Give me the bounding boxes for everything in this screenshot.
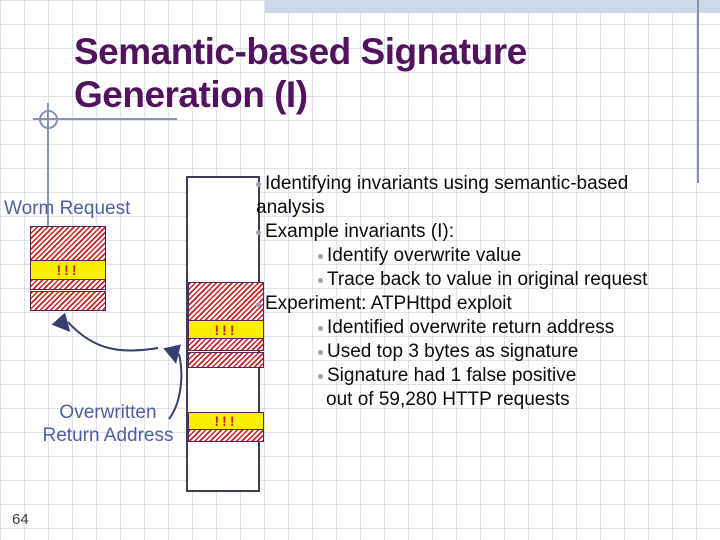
worm-stack-signature-band: !!!	[30, 260, 106, 280]
list-item-text: Signature had 1 false positive	[327, 365, 577, 386]
bullet-icon	[318, 373, 323, 379]
list-item-text: Identified overwrite return address	[327, 317, 615, 338]
list-item-text: out of 59,280 HTTP requests	[326, 389, 570, 410]
list-item: Experiment: ATPHttpd exploit	[256, 292, 716, 316]
bullet-icon	[256, 181, 261, 187]
bullet-icon	[318, 349, 323, 355]
worm-request-label: Worm Request	[4, 198, 131, 219]
memory-hatch-top	[188, 282, 264, 321]
bullet-icon	[318, 253, 323, 259]
list-item-text: Example invariants (I):	[265, 221, 455, 242]
bullet-icon	[256, 301, 261, 307]
list-item: Identified overwrite return address	[318, 316, 716, 340]
bullet-list: Identifying invariants using semantic-ba…	[256, 172, 716, 412]
exclamation-marks: !!!	[214, 413, 238, 429]
list-item-text: analysis	[256, 197, 325, 218]
title-underline	[33, 118, 177, 120]
bullet-icon	[256, 229, 261, 235]
worm-stack-hatch-top	[30, 226, 106, 261]
ornament-circle	[39, 110, 58, 129]
exclamation-marks: !!!	[56, 262, 80, 278]
list-item-text: Experiment: ATPHttpd exploit	[265, 293, 512, 314]
exclamation-marks: !!!	[214, 321, 238, 338]
list-item-text: Used top 3 bytes as signature	[327, 341, 579, 362]
list-item: Identifying invariants using semantic-ba…	[256, 172, 716, 196]
overwritten-label-line1: Overwritten	[59, 402, 157, 423]
list-item: Trace back to value in original request	[318, 268, 716, 292]
ornament-vertical-line	[47, 103, 49, 226]
memory-return-address-band: !!!	[188, 412, 264, 430]
arrow-to-worm-request	[51, 312, 159, 352]
memory-hatch-mid2	[188, 352, 264, 368]
memory-signature-band: !!!	[188, 320, 264, 339]
overwritten-label-line2: Return Address	[42, 425, 174, 446]
list-item: Identify overwrite value	[318, 244, 716, 268]
list-item: analysis	[256, 196, 716, 220]
right-accent-line	[697, 0, 699, 183]
worm-stack-hatch-bottom	[30, 291, 106, 311]
memory-hatch-bottom	[188, 429, 264, 442]
memory-hatch-mid	[188, 338, 264, 351]
page-number: 64	[12, 511, 29, 528]
list-item: Example invariants (I):	[256, 220, 716, 244]
list-item: Used top 3 bytes as signature	[318, 340, 716, 364]
bullet-icon	[318, 325, 323, 331]
list-item: Signature had 1 false positive	[318, 364, 716, 388]
bullet-icon	[318, 277, 323, 283]
worm-stack-hatch-mid	[30, 279, 106, 290]
overwritten-return-address-label: Overwritten Return Address	[28, 401, 188, 447]
top-accent-bar	[265, 0, 720, 13]
slide-title: Semantic-based Signature Generation (I)	[74, 31, 527, 116]
list-item-text: Identify overwrite value	[327, 245, 522, 266]
list-item-text: Trace back to value in original request	[327, 269, 648, 290]
list-item-text: Identifying invariants using semantic-ba…	[265, 173, 629, 194]
list-item: out of 59,280 HTTP requests	[326, 388, 716, 412]
